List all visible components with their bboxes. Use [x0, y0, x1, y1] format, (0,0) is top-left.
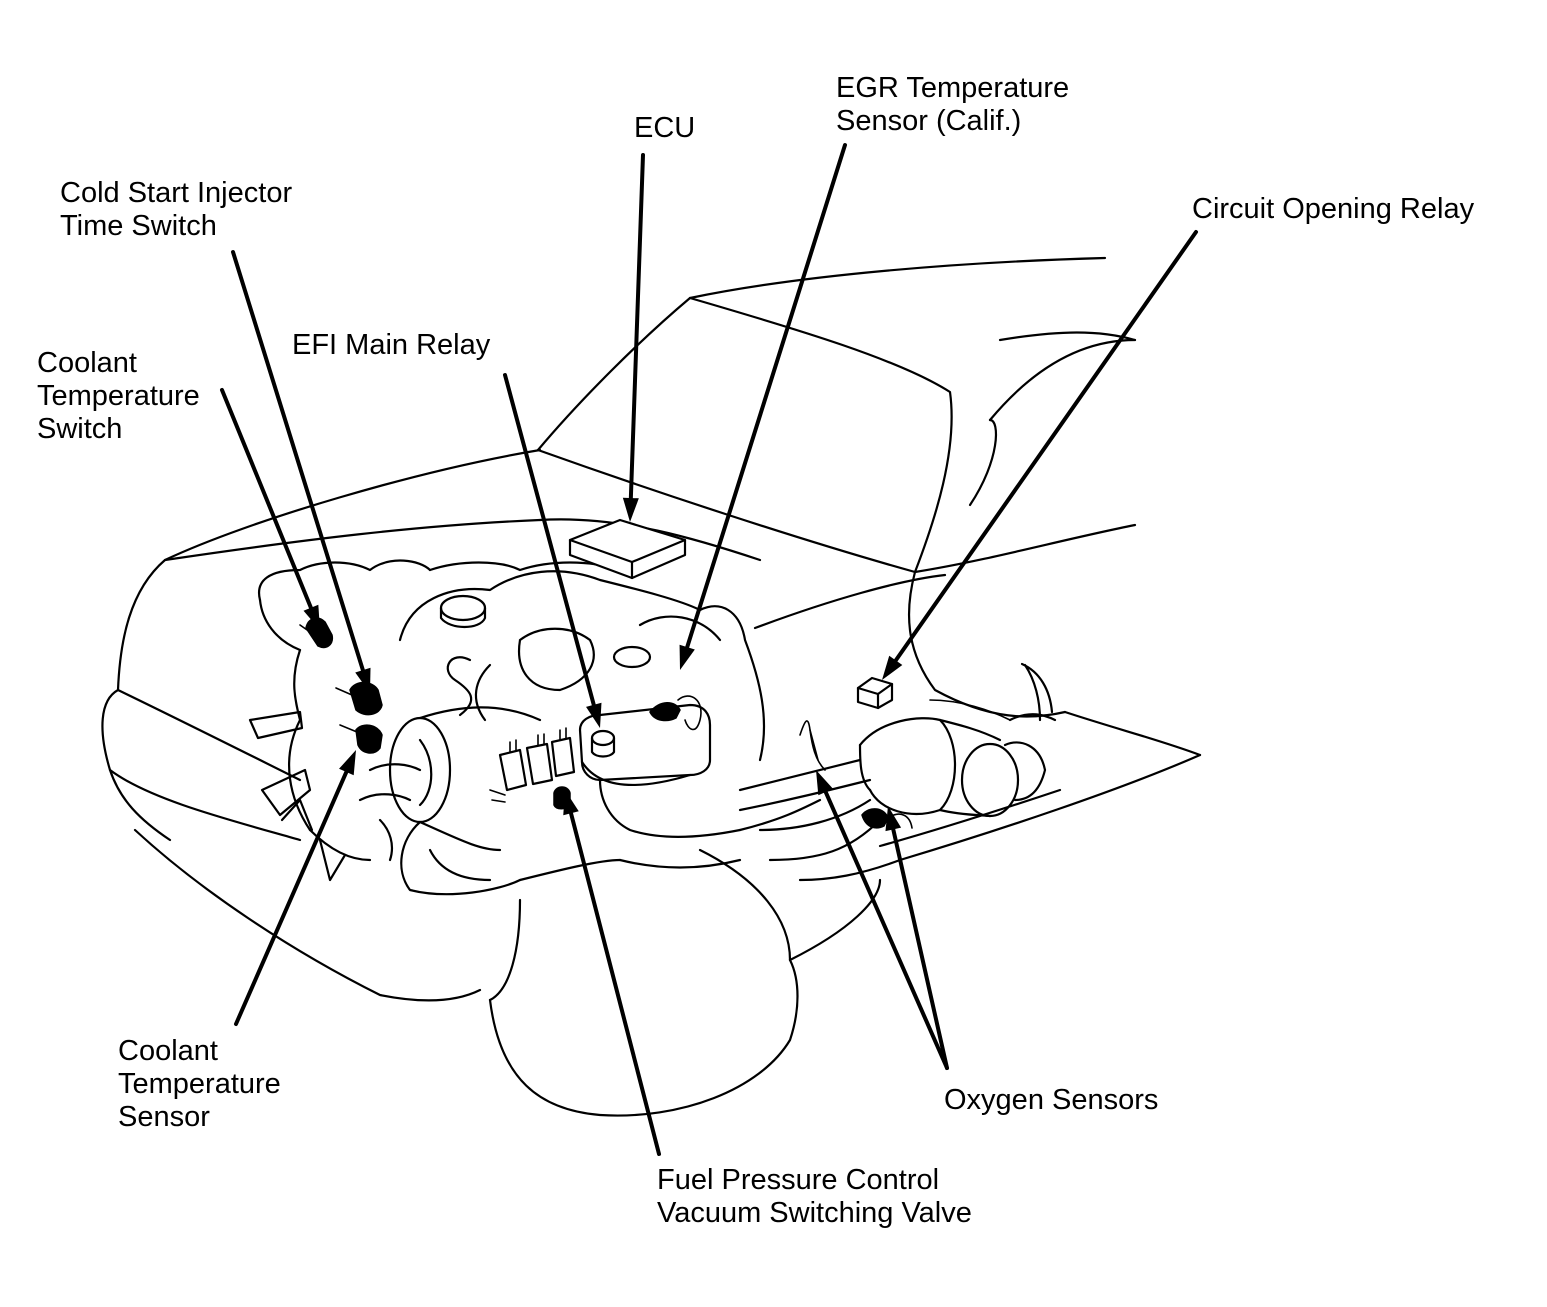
leader-egr-temperature-sensor	[685, 143, 847, 650]
label-cold-start-injector-time-switch: Cold Start Injector Time Switch	[60, 177, 292, 243]
leader-fuel-pressure-control-vsv	[569, 811, 661, 1156]
label-circuit-opening-relay: Circuit Opening Relay	[1192, 193, 1474, 226]
leader-ecu-arrowhead	[622, 497, 639, 522]
leader-oxygen-sensors-a-arrowhead	[816, 770, 833, 796]
efi-main-relay-part	[590, 729, 616, 758]
leader-efi-main-relay-arrowhead	[586, 702, 602, 728]
label-line: Temperature	[118, 1068, 281, 1100]
label-line: Sensor (Calif.)	[836, 105, 1022, 137]
egr-temperature-sensor-part	[649, 695, 702, 731]
leader-circuit-opening-relay	[893, 230, 1198, 663]
label-coolant-temperature-sensor: Coolant Temperature Sensor	[118, 1035, 281, 1134]
leader-circuit-opening-relay-arrowhead	[882, 655, 903, 680]
label-line: Vacuum Switching Valve	[657, 1197, 972, 1229]
label-fuel-pressure-control-vsv: Fuel Pressure Control Vacuum Switching V…	[657, 1164, 972, 1230]
leader-oxygen-sensors-b-arrowhead	[885, 806, 902, 832]
label-line: Oxygen Sensors	[944, 1084, 1159, 1116]
label-line: EFI Main Relay	[292, 329, 491, 361]
label-oxygen-sensors: Oxygen Sensors	[944, 1084, 1158, 1117]
leader-coolant-temperature-switch	[220, 388, 313, 610]
label-line: Coolant	[118, 1035, 218, 1067]
label-line: Time Switch	[60, 210, 217, 242]
vacuum-switching-valves	[489, 727, 576, 810]
label-line: Cold Start Injector	[60, 177, 293, 209]
leader-oxygen-sensors-a	[823, 789, 949, 1070]
label-line: Sensor	[118, 1101, 210, 1133]
ecu-box	[568, 518, 687, 580]
coolant-temperature-switch-part	[299, 617, 334, 649]
leader-coolant-temperature-sensor	[234, 769, 349, 1026]
label-line: Fuel Pressure Control	[657, 1164, 940, 1196]
label-egr-temperature-sensor: EGR Temperature Sensor (Calif.)	[836, 72, 1069, 138]
vehicle-body-outline	[101, 256, 1202, 1117]
leader-ecu	[628, 153, 645, 501]
label-line: EGR Temperature	[836, 72, 1070, 104]
leader-efi-main-relay	[503, 373, 596, 707]
leader-egr-temperature-sensor-arrowhead	[679, 644, 695, 670]
leader-coolant-temperature-sensor-arrowhead	[339, 750, 356, 776]
label-ecu: ECU	[634, 112, 695, 145]
engine-assembly	[248, 559, 1057, 896]
coolant-temperature-sensor-part	[339, 724, 383, 754]
label-line: Temperature	[37, 380, 200, 412]
leader-cold-start-injector-time-switch-arrowhead	[355, 667, 371, 693]
label-line: Circuit Opening Relay	[1192, 193, 1475, 225]
label-line: ECU	[634, 112, 696, 144]
label-efi-main-relay: EFI Main Relay	[292, 329, 490, 362]
leader-fuel-pressure-control-vsv-arrowhead	[563, 790, 579, 816]
circuit-opening-relay	[856, 676, 894, 710]
label-line: Switch	[37, 413, 123, 445]
label-coolant-temperature-switch: Coolant Temperature Switch	[37, 347, 200, 446]
leader-oxygen-sensors-b	[891, 827, 949, 1070]
cold-start-injector-time-switch-part	[335, 681, 383, 716]
label-line: Coolant	[37, 347, 137, 379]
leader-lines	[220, 143, 1198, 1156]
leader-coolant-temperature-switch-arrowhead	[303, 604, 320, 630]
leader-cold-start-injector-time-switch	[231, 250, 365, 673]
